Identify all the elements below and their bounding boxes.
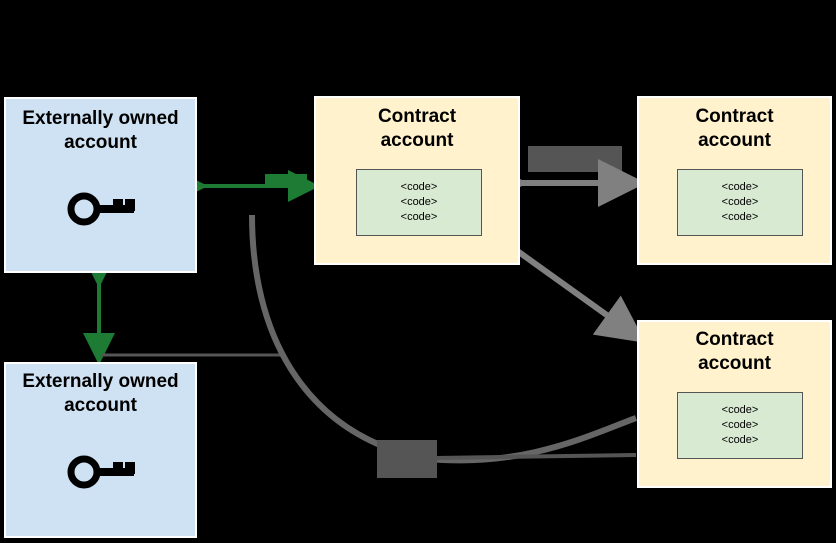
contract-box-center: Contract account <code> <code> <code> <box>314 96 520 265</box>
code-block: <code> <code> <code> <box>677 392 803 459</box>
eoa-title-top: Externally owned account <box>22 108 179 153</box>
arrow-label-block <box>265 174 307 185</box>
key-icon <box>67 455 135 489</box>
contract-box-top-right: Contract account <code> <code> <code> <box>637 96 832 265</box>
code-block: <code> <code> <code> <box>677 169 803 236</box>
eoa-box-bottom: Externally owned account <box>4 362 197 538</box>
contract-box-bottom-right: Contract account <code> <code> <code> <box>637 320 832 488</box>
code-block: <code> <code> <code> <box>356 169 482 236</box>
contract-title-center: Contract account <box>377 106 457 151</box>
key-icon <box>67 192 135 226</box>
curve-label-block <box>377 440 437 478</box>
contract-diagonal-arrow <box>514 247 646 343</box>
lower-connector <box>435 453 637 460</box>
contract-title-bottom-right: Contract account <box>695 329 774 374</box>
message-label-block <box>528 146 622 172</box>
eoa-title-bottom: Externally owned account <box>22 371 179 416</box>
eoa-box-top: Externally owned account <box>4 97 197 273</box>
contract-title-top-right: Contract account <box>695 106 774 151</box>
